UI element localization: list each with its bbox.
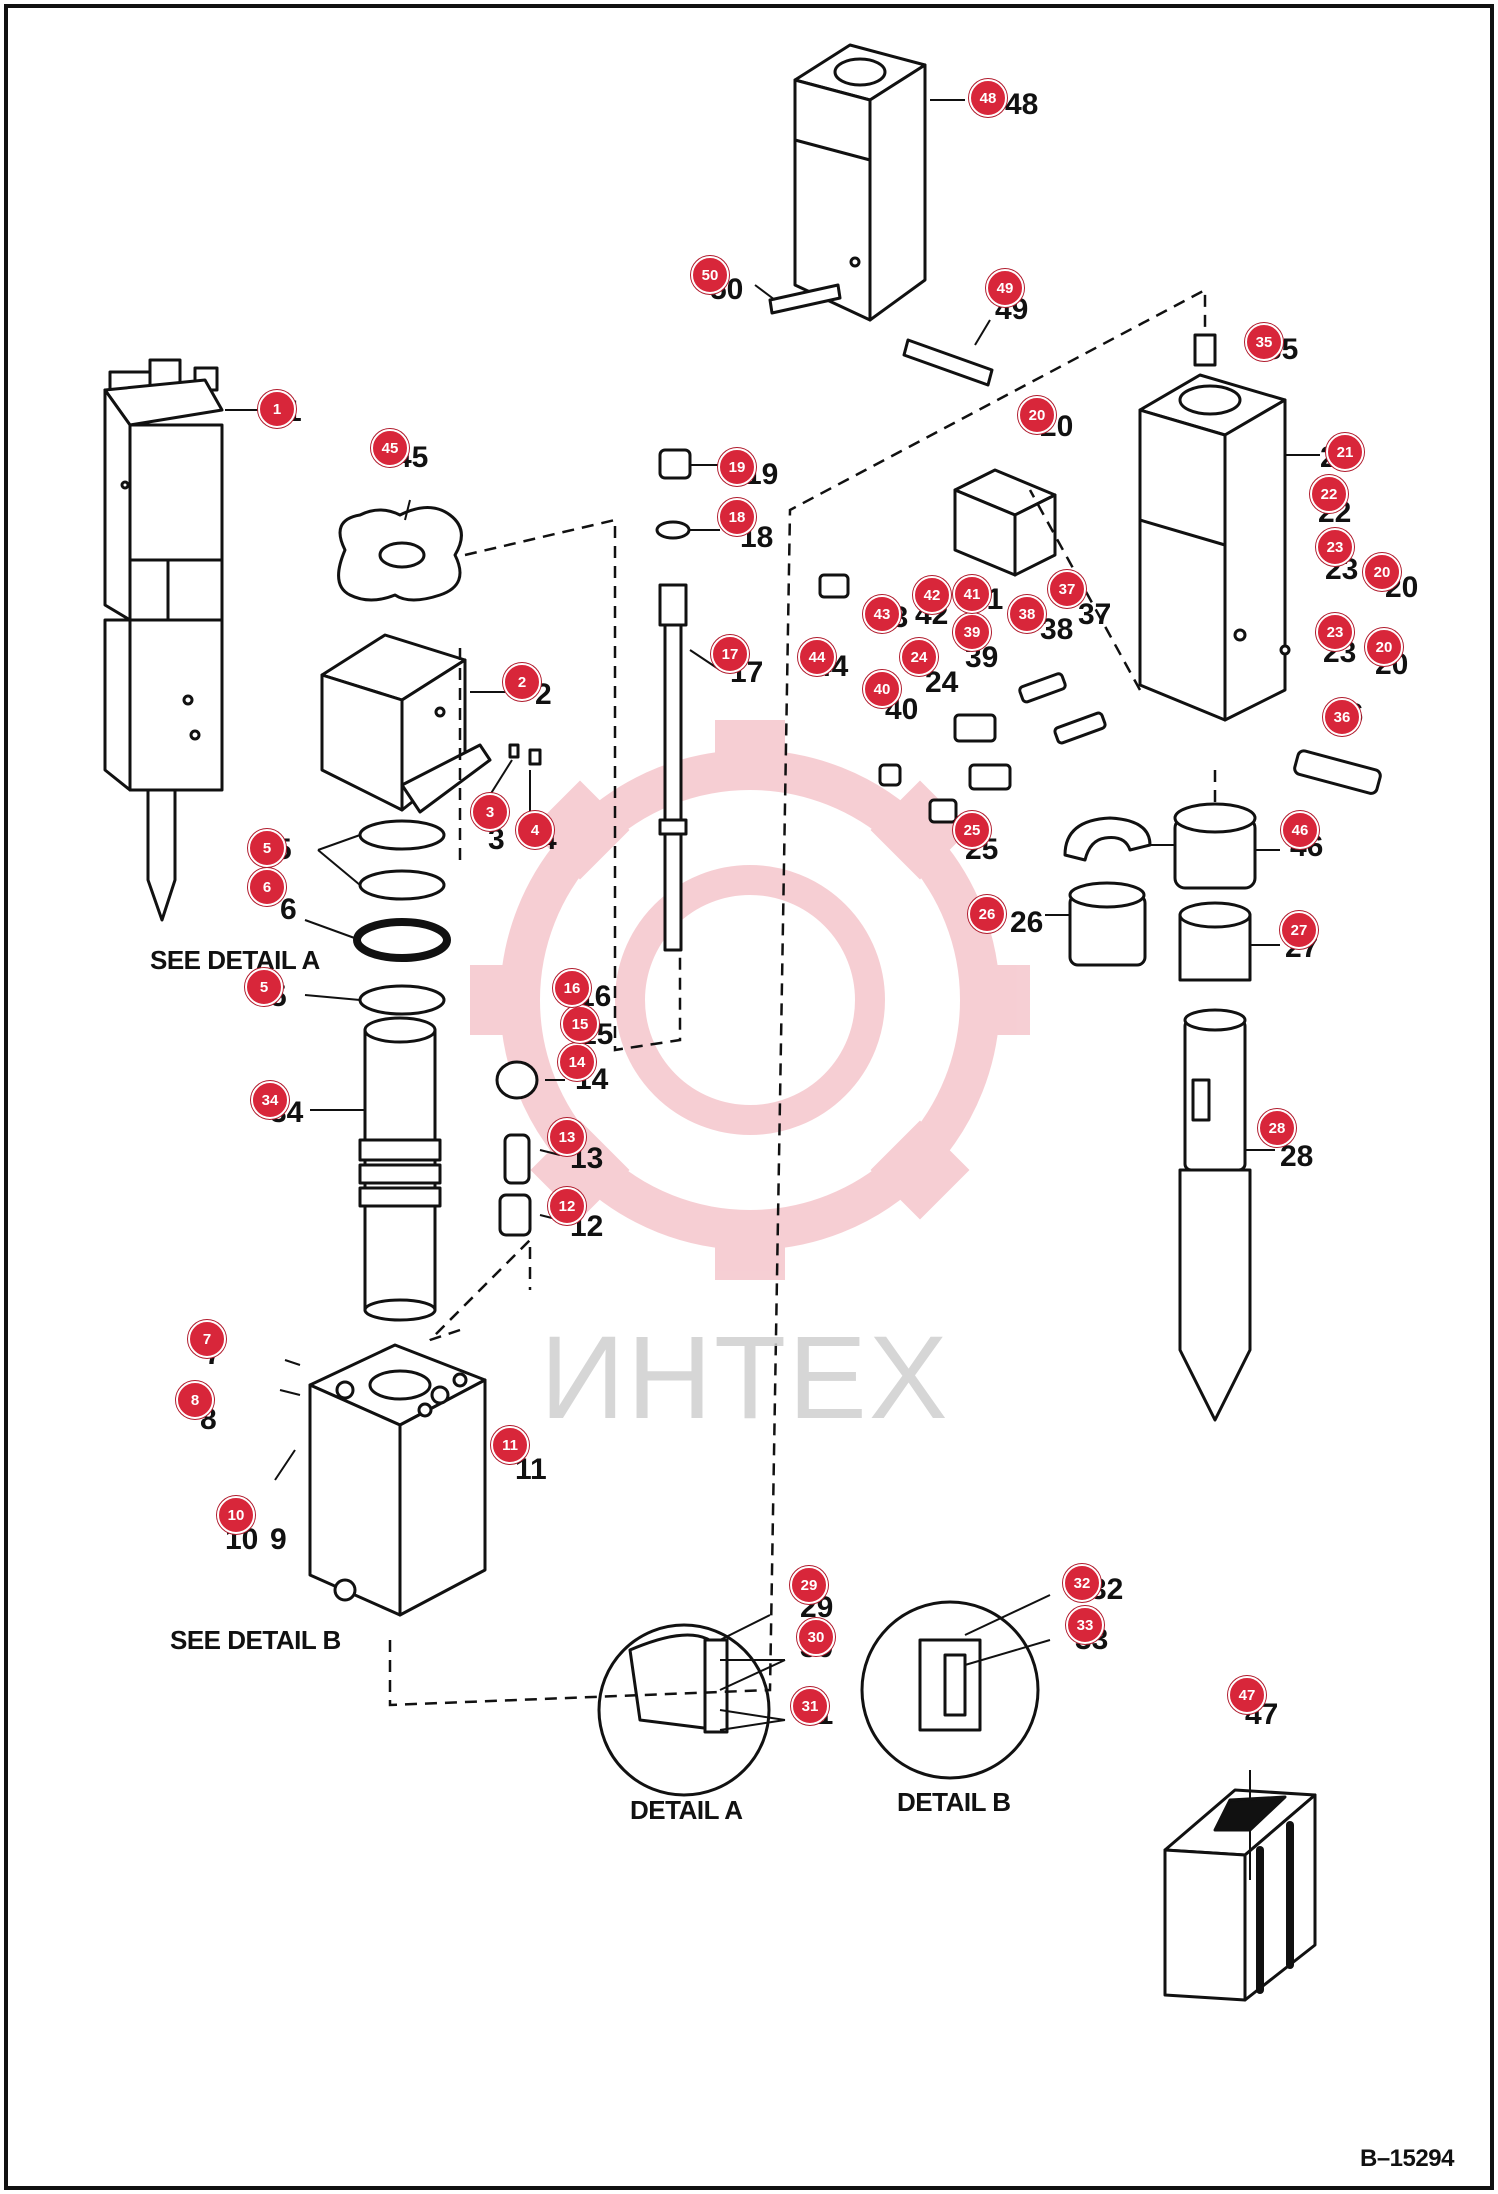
callout-badge-5-lower[interactable]: 5 [245, 968, 283, 1006]
callout-badge-24[interactable]: 24 [900, 638, 938, 676]
part-number-label: 37 [1078, 598, 1112, 631]
callout-badge-20-top[interactable]: 20 [1018, 396, 1056, 434]
callout-badge-32[interactable]: 32 [1063, 1564, 1101, 1602]
callout-badge-29[interactable]: 29 [790, 1566, 828, 1604]
piston [358, 1016, 442, 1322]
callout-badge-1[interactable]: 1 [258, 390, 296, 428]
callout-badge-20-low[interactable]: 20 [1365, 628, 1403, 666]
part-number-label: 6 [280, 893, 297, 926]
callout-badge-21[interactable]: 21 [1326, 433, 1364, 471]
callout-badge-23-lower[interactable]: 23 [1316, 613, 1354, 651]
callout-badge-10[interactable]: 10 [217, 1496, 255, 1534]
drawing-number: B–15294 [1360, 2145, 1454, 2172]
callout-badge-6[interactable]: 6 [248, 868, 286, 906]
page-border [4, 4, 1494, 2190]
callout-badge-4[interactable]: 4 [516, 811, 554, 849]
callout-badge-27[interactable]: 27 [1280, 911, 1318, 949]
caption-see-detail-b: SEE DETAIL B [170, 1625, 341, 1655]
part-number-label: 28 [1280, 1140, 1314, 1173]
callout-badge-2[interactable]: 2 [503, 663, 541, 701]
callout-badge-39[interactable]: 39 [953, 613, 991, 651]
callout-badge-49[interactable]: 49 [986, 269, 1024, 307]
callout-badge-20-mid[interactable]: 20 [1363, 553, 1401, 591]
part-number-label: 38 [1040, 613, 1074, 646]
callout-badge-37[interactable]: 37 [1048, 570, 1086, 608]
part-number-label: 24 [925, 666, 959, 699]
callout-badge-44[interactable]: 44 [798, 638, 836, 676]
callout-badge-50[interactable]: 50 [691, 256, 729, 294]
part-number-label: 48 [1005, 88, 1039, 121]
watermark-text: ИНТЕХ [540, 1312, 950, 1444]
callout-badge-25[interactable]: 25 [953, 811, 991, 849]
part-number-label: 9 [270, 1523, 287, 1556]
callout-badge-22[interactable]: 22 [1310, 475, 1348, 513]
front-head [1138, 373, 1291, 722]
callout-badge-13[interactable]: 13 [548, 1118, 586, 1156]
callout-badge-15[interactable]: 15 [561, 1005, 599, 1043]
callout-badge-34[interactable]: 34 [251, 1081, 289, 1119]
callout-badge-45[interactable]: 45 [371, 429, 409, 467]
callout-badge-5-upper[interactable]: 5 [248, 829, 286, 867]
chisel [1178, 1008, 1252, 1422]
callout-badge-28[interactable]: 28 [1258, 1109, 1296, 1147]
callout-badge-42[interactable]: 42 [913, 576, 951, 614]
caption-see-detail-a: SEE DETAIL A [150, 945, 320, 975]
callout-badge-43[interactable]: 43 [863, 595, 901, 633]
callout-badge-47[interactable]: 47 [1228, 1676, 1266, 1714]
top-valve-block [793, 43, 927, 322]
callout-badge-8[interactable]: 8 [176, 1381, 214, 1419]
part-number-label: 3 [488, 823, 505, 856]
callout-badge-35[interactable]: 35 [1245, 323, 1283, 361]
callout-badge-19[interactable]: 19 [718, 448, 756, 486]
control-rod [655, 448, 692, 952]
callout-badge-7[interactable]: 7 [188, 1320, 226, 1358]
watermark-gear-logo [470, 720, 1030, 1280]
retainer [1063, 816, 1152, 862]
callout-badge-14[interactable]: 14 [558, 1043, 596, 1081]
callout-badge-31[interactable]: 31 [791, 1687, 829, 1725]
callout-badge-11[interactable]: 11 [491, 1426, 529, 1464]
callout-badge-18[interactable]: 18 [718, 498, 756, 536]
callout-badge-33[interactable]: 33 [1066, 1606, 1104, 1644]
callout-badge-41[interactable]: 41 [953, 575, 991, 613]
callout-badge-46[interactable]: 46 [1281, 811, 1319, 849]
caption-detail-a: DETAIL A [630, 1795, 743, 1825]
callout-badge-3[interactable]: 3 [471, 793, 509, 831]
callout-badge-40[interactable]: 40 [863, 670, 901, 708]
callout-badge-30[interactable]: 30 [797, 1618, 835, 1656]
callout-badge-48[interactable]: 48 [969, 79, 1007, 117]
upper-housing [320, 633, 492, 814]
callout-badge-12[interactable]: 12 [548, 1187, 586, 1225]
callout-badge-23-upper[interactable]: 23 [1316, 528, 1354, 566]
callout-badge-36[interactable]: 36 [1323, 698, 1361, 736]
callout-badge-17[interactable]: 17 [711, 635, 749, 673]
cylinder [308, 1343, 487, 1617]
caption-detail-b: DETAIL B [897, 1787, 1011, 1817]
callout-badge-26[interactable]: 26 [968, 895, 1006, 933]
seal-kit-box [1163, 1788, 1317, 2002]
breaker-assembly [103, 358, 224, 922]
part-number-label: 26 [1010, 906, 1044, 939]
callout-badge-16[interactable]: 16 [553, 969, 591, 1007]
callout-badge-38[interactable]: 38 [1008, 595, 1046, 633]
